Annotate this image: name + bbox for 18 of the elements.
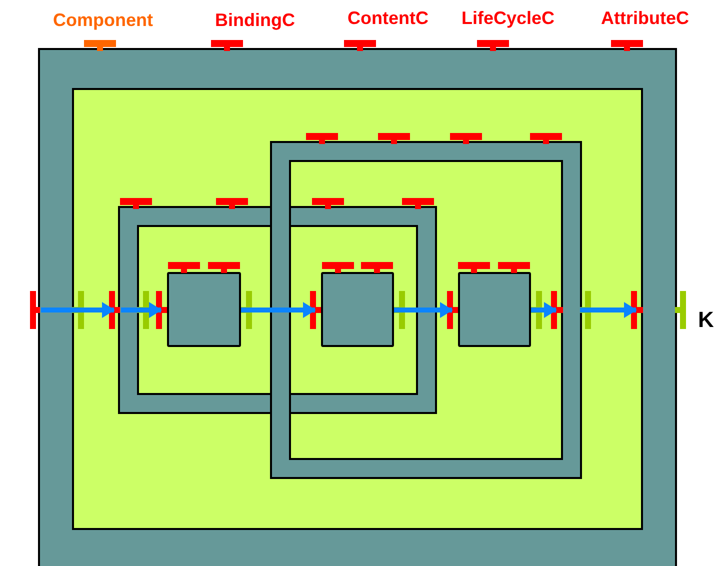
composite-component-frame: [40, 50, 675, 566]
binding-arrow: [121, 302, 162, 318]
binding-arrow: [41, 302, 115, 318]
controller-label: BindingC: [215, 11, 295, 29]
controller-label: ContentC: [348, 9, 428, 27]
controller-label: LifeCycleC: [462, 9, 555, 27]
binding-arrow: [531, 302, 557, 318]
interface-label: K: [698, 309, 714, 331]
composite-component-frame: [272, 143, 580, 477]
primitive-component-box: [458, 272, 531, 347]
primitive-component-box: [167, 272, 241, 347]
binding-arrow: [394, 302, 453, 318]
controller-label: AttributeC: [601, 9, 689, 27]
primitive-component-box: [321, 272, 394, 347]
binding-arrow: [241, 302, 316, 318]
binding-arrow: [580, 302, 637, 318]
composite-component-frame: [120, 208, 435, 412]
controller-label: Component: [53, 11, 153, 29]
